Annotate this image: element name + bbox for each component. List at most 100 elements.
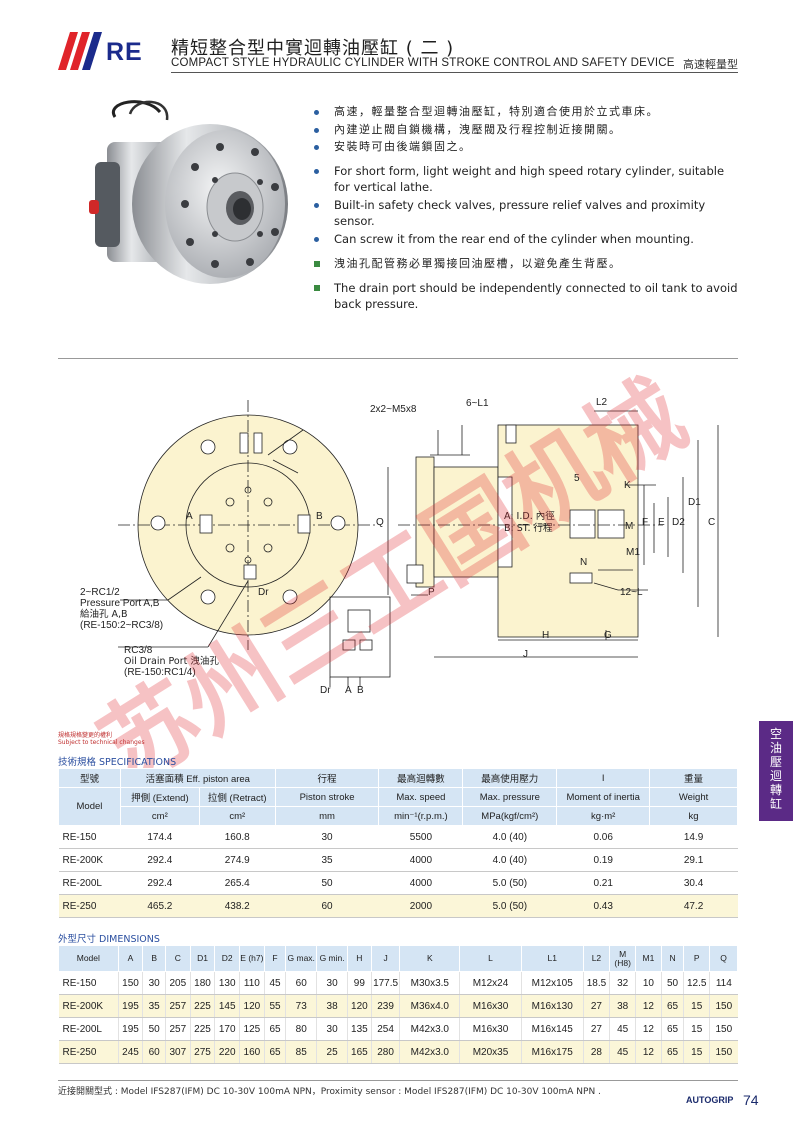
drawing-label: Dr xyxy=(258,587,269,598)
dim-cell: 195 xyxy=(117,1017,143,1041)
dim-cell: 195 xyxy=(117,994,143,1018)
unit-header: kg xyxy=(649,806,738,826)
dim-col-header: N xyxy=(660,945,685,972)
unit-header: min⁻¹(r.p.m.) xyxy=(378,806,464,826)
spec-cell-weight: 14.9 xyxy=(649,825,738,849)
dim-col-header: G min. xyxy=(316,945,349,972)
dim-cell: M16x130 xyxy=(520,994,584,1018)
col-header: Max. pressure xyxy=(462,787,558,807)
drawing-label: D1 xyxy=(688,497,701,508)
drawing-label: E xyxy=(658,517,665,528)
dim-cell: 15 xyxy=(683,994,710,1018)
dim-cell: 150 xyxy=(709,1040,738,1064)
dim-col-header: H xyxy=(347,945,372,972)
specs-title: 技術規格 SPECIFICATIONS xyxy=(58,757,177,768)
dim-cell: 50 xyxy=(142,1017,166,1041)
drawing-label: Pressure Port A,B xyxy=(80,598,160,609)
specs-table: 型號 活塞面積 Eff. piston area 行程 最高迴轉數 最高使用壓力… xyxy=(58,768,738,918)
dim-cell: 12 xyxy=(635,1040,662,1064)
drawing-label: H xyxy=(542,630,549,641)
unit-header: kg·m² xyxy=(556,806,651,826)
drawing-label: 5 xyxy=(574,473,580,484)
col-header: 活塞面積 Eff. piston area xyxy=(119,768,276,788)
spec-cell-speed: 4000 xyxy=(378,871,463,895)
dim-cell: 120 xyxy=(347,994,372,1018)
drawing-label: M xyxy=(625,521,633,532)
dim-cell: M16x30 xyxy=(459,994,522,1018)
header-rule xyxy=(171,72,738,73)
dim-cell: 45 xyxy=(609,1040,636,1064)
dim-cell: 25 xyxy=(316,1040,348,1064)
spec-cell-model: RE-200K xyxy=(58,848,121,872)
dim-col-header: L2 xyxy=(582,945,611,972)
spec-cell-pressure: 5.0 (50) xyxy=(462,871,557,895)
dim-cell: 12.5 xyxy=(683,971,710,995)
spec-cell-extend: 465.2 xyxy=(120,894,200,918)
side-category-tab: 空 油 壓 迴 轉 缸 xyxy=(759,721,793,821)
col-header: Piston stroke xyxy=(274,787,380,807)
drawing-label: RC3/8 xyxy=(124,645,153,656)
dim-cell: 160 xyxy=(239,1040,265,1064)
dim-cell: 10 xyxy=(635,971,662,995)
unit-header: mm xyxy=(274,806,380,826)
spec-cell-model: RE-200L xyxy=(58,871,121,895)
spec-cell-pressure: 4.0 (40) xyxy=(462,825,557,849)
dim-cell: 165 xyxy=(347,1040,372,1064)
dim-col-header: J xyxy=(370,945,401,972)
dim-cell: 38 xyxy=(316,994,348,1018)
feature-item: For short form, light weight and high sp… xyxy=(312,163,742,196)
dim-cell: 180 xyxy=(189,971,215,995)
dim-cell: 60 xyxy=(285,971,317,995)
feature-item: 內建逆止閥自鎖機構，洩壓閥及行程控制近接開關。 xyxy=(312,122,742,139)
dim-cell: 170 xyxy=(214,1017,240,1041)
dim-col-header: Q xyxy=(709,945,738,972)
col-header: 押側 (Extend) xyxy=(119,787,200,807)
spec-cell-extend: 292.4 xyxy=(120,848,200,872)
drawing-label: (RE-150:RC1/4) xyxy=(124,667,196,678)
spec-cell-stroke: 60 xyxy=(275,894,379,918)
drawing-label: (RE-150:2~RC3/8) xyxy=(80,620,163,631)
drawing-label: B xyxy=(316,511,323,522)
dim-cell: 257 xyxy=(164,1017,191,1041)
side-tab-char: 油 xyxy=(769,741,782,755)
series-logo: RE xyxy=(106,38,143,66)
drawing-label: D2 xyxy=(672,517,685,528)
dim-cell: 135 xyxy=(347,1017,372,1041)
feature-item: Can screw it from the rear end of the cy… xyxy=(312,231,742,248)
col-header: Weight xyxy=(649,787,738,807)
spec-cell-inertia: 0.06 xyxy=(556,825,650,849)
dims-title: 外型尺寸 DIMENSIONS xyxy=(58,934,160,945)
col-header: 最高使用壓力 xyxy=(462,768,558,788)
spec-cell-extend: 292.4 xyxy=(120,871,200,895)
dim-cell: M16x175 xyxy=(520,1040,584,1064)
spec-cell-inertia: 0.19 xyxy=(556,848,650,872)
dim-col-header: M (H8) xyxy=(609,945,637,972)
col-header: I xyxy=(556,768,651,788)
drawing-label: G xyxy=(604,630,612,641)
spec-cell-stroke: 50 xyxy=(275,871,379,895)
dim-cell: M12x105 xyxy=(520,971,584,995)
dim-col-header: B xyxy=(142,945,166,972)
drawing-label: 2x2~M5x8 xyxy=(370,404,417,415)
col-header: 行程 xyxy=(274,768,380,788)
drawing-label: B: ST. 行程 xyxy=(504,522,553,534)
dim-cell: RE-250 xyxy=(58,1040,119,1064)
dim-cell: 220 xyxy=(214,1040,240,1064)
drawing-label: C xyxy=(708,517,715,528)
spec-cell-stroke: 30 xyxy=(275,825,379,849)
technical-drawing: 2x2~M5x8 6~L1 L2 A B Dr Q 5 K M F E D2 D… xyxy=(80,397,719,696)
dim-cell: 245 xyxy=(117,1040,143,1064)
logo-stripes-icon xyxy=(58,32,102,70)
unit-header: cm² xyxy=(198,806,276,826)
spec-cell-retract: 265.4 xyxy=(199,871,276,895)
dim-cell: 65 xyxy=(263,1017,286,1041)
dim-cell: 50 xyxy=(660,971,684,995)
dim-cell: M16x145 xyxy=(520,1017,584,1041)
side-tab-char: 轉 xyxy=(769,783,782,797)
spec-cell-retract: 438.2 xyxy=(199,894,276,918)
dim-cell: 150 xyxy=(117,971,143,995)
dim-cell: 307 xyxy=(164,1040,191,1064)
